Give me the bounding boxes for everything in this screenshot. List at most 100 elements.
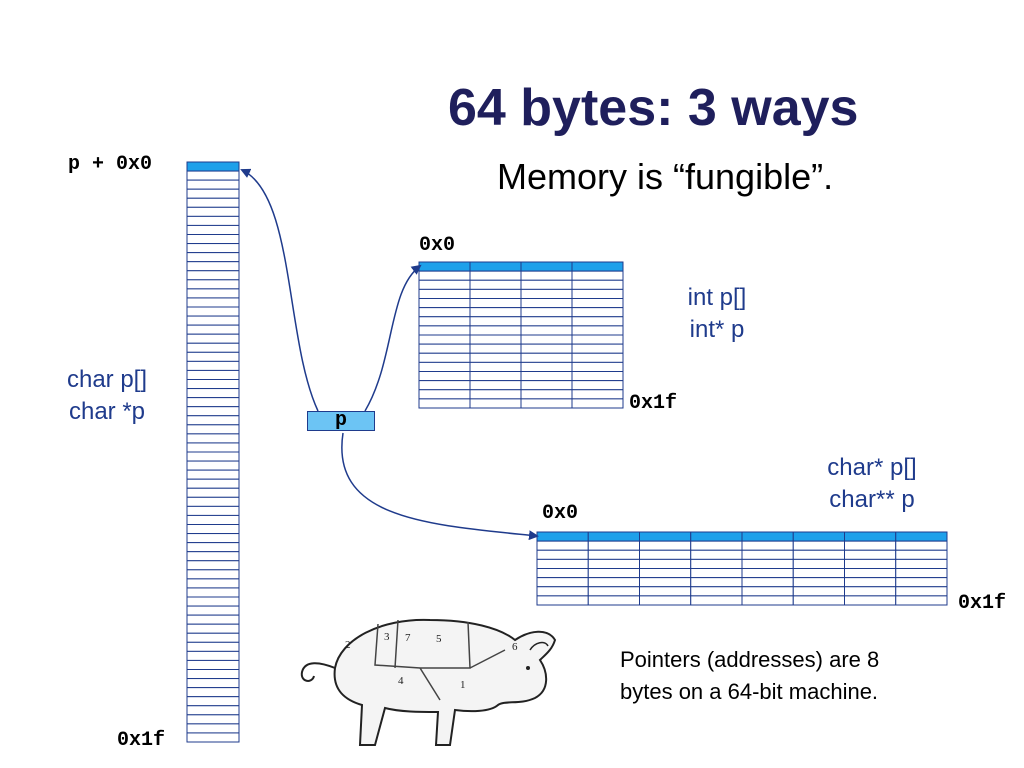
pointer-array-cell (639, 568, 692, 579)
char-array-cell (186, 270, 240, 281)
int-array-cell (418, 261, 471, 272)
int-array-cell (469, 270, 522, 281)
char-array-bottom-label: 0x1f (117, 729, 166, 752)
int-array-cell (520, 361, 573, 372)
char-array-cell (186, 170, 240, 181)
pig-image: 2 3 7 5 4 1 6 (299, 613, 557, 753)
int-array-cell (520, 261, 573, 272)
int-array-cell (469, 288, 522, 299)
pointer-array-cell (792, 540, 845, 551)
char-array-cell (186, 696, 240, 707)
char-array-cell (186, 533, 240, 544)
char-array-top-label: p + 0x0 (68, 153, 153, 176)
char-array-cell (186, 215, 240, 226)
pointer-array-cell (792, 595, 845, 606)
pointer-array-cell (536, 558, 589, 569)
char-array-cell (186, 369, 240, 380)
pointer-array-cell (690, 549, 743, 560)
int-array-cell (520, 343, 573, 354)
pointer-array-cell (639, 540, 692, 551)
pointer-array-cell (741, 540, 794, 551)
pointer-array-cell (587, 568, 640, 579)
int-array-cell (469, 316, 522, 327)
char-array-cell (186, 315, 240, 326)
int-array-cell (520, 380, 573, 391)
int-array-cell (469, 325, 522, 336)
char-array-cell (186, 243, 240, 254)
pointer-array-cell (639, 586, 692, 597)
pointer-array-cell (895, 595, 948, 606)
pointer-array-cell (639, 531, 692, 542)
char-array-cell (186, 650, 240, 661)
pointer-size-note-line-2: bytes on a 64-bit machine. (620, 679, 879, 704)
char-array-cell (186, 333, 240, 344)
int-array-cell (418, 352, 471, 363)
pointer-array-cell (792, 586, 845, 597)
int-array-cell (469, 334, 522, 345)
char-array-cell (186, 641, 240, 652)
char-array-cell (186, 542, 240, 553)
pointer-array-cell (895, 540, 948, 551)
int-array-cell (418, 298, 471, 309)
int-array-cell (571, 261, 624, 272)
pointer-array-cell (690, 531, 743, 542)
char-array-cell (186, 415, 240, 426)
pointer-array-cell (536, 531, 589, 542)
pointer-array-type-label: char* p[] char** p (806, 452, 938, 516)
char-array-cell (186, 288, 240, 299)
char-array-cell (186, 514, 240, 525)
pointer-array-cell (639, 558, 692, 569)
svg-text:5: 5 (436, 633, 442, 645)
char-array-cell (186, 669, 240, 680)
char-array-cell (186, 451, 240, 462)
pointer-array-cell (844, 540, 897, 551)
int-array-cell (520, 334, 573, 345)
int-array-cell (418, 380, 471, 391)
char-array-cell (186, 524, 240, 535)
int-array-cell (520, 307, 573, 318)
char-array-cell (186, 388, 240, 399)
svg-text:1: 1 (460, 679, 466, 691)
char-array-cell (186, 224, 240, 235)
char-array-cell (186, 732, 240, 743)
char-array-cell (186, 714, 240, 725)
pointer-array-cell (895, 558, 948, 569)
char-array-cell (186, 596, 240, 607)
char-array-cell (186, 551, 240, 562)
svg-text:3: 3 (384, 631, 390, 643)
pointer-array-cell (639, 549, 692, 560)
slide-title: 64 bytes: 3 ways (448, 79, 859, 137)
pointer-array-cell (587, 595, 640, 606)
int-array-cell (418, 307, 471, 318)
char-array-cell (186, 433, 240, 444)
char-array-type-line-1: char p[] (66, 366, 148, 393)
int-array-cell (469, 307, 522, 318)
int-array-cell (469, 352, 522, 363)
pointer-array-cell (690, 540, 743, 551)
char-array-cell (186, 252, 240, 263)
int-array-cell (418, 279, 471, 290)
pointer-array-cell (741, 586, 794, 597)
int-array-cell (418, 389, 471, 400)
int-array-cell (520, 316, 573, 327)
char-array-cell (186, 442, 240, 453)
int-array-cell (571, 398, 624, 409)
pointer-array-grid (536, 531, 948, 606)
pointer-array-cell (536, 586, 589, 597)
char-array-cell (186, 469, 240, 480)
pointer-array-cell (895, 549, 948, 560)
char-array-type-line-2: char *p (68, 398, 146, 425)
char-array-cell (186, 605, 240, 616)
pointer-array-cell (639, 595, 692, 606)
pointer-array-cell (895, 568, 948, 579)
int-array-cell (571, 389, 624, 400)
char-array-cell (186, 234, 240, 245)
int-array-type-line-2: int* p (689, 316, 745, 343)
int-array-cell (571, 270, 624, 281)
char-array-cell (186, 424, 240, 435)
pointer-array-cell (741, 595, 794, 606)
pointer-variable-box: p (307, 411, 375, 431)
pointer-array-cell (536, 595, 589, 606)
int-array-cell (520, 279, 573, 290)
